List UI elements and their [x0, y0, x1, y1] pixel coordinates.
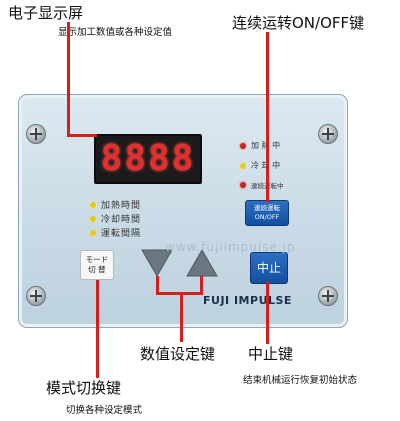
run-button-label-line1: 連続運転: [254, 204, 280, 212]
led-red-icon: [240, 142, 246, 149]
led-yellow-icon: [90, 201, 96, 208]
mode-light-cool-time: 冷却時間: [90, 212, 141, 225]
run-button-label-line2: ON/OFF: [254, 213, 280, 221]
watermark: www.fujiimpulse.jp: [165, 240, 296, 254]
brand-logo: FUJI IMPULSE: [203, 294, 292, 307]
display-leader-line: [67, 22, 70, 136]
value-leader-line: [200, 276, 203, 294]
led-yellow-icon: [90, 229, 96, 236]
heating-label: 加 熱 中: [251, 141, 281, 150]
stop-callout-desc: 结束机械运行恢复初始状态: [243, 375, 358, 386]
display-leader-line: [67, 134, 97, 137]
value-leader-line: [156, 276, 159, 294]
stop-leader-line: [266, 282, 269, 344]
mode-light-label: 冷却時間: [101, 215, 142, 225]
run-onoff-button[interactable]: 連続運転 ON/OFF: [245, 200, 289, 226]
value-leader-line: [156, 292, 203, 295]
stop-callout-title: 中止键: [248, 345, 294, 363]
cooling-indicator: 冷 却 中: [240, 160, 280, 171]
value-leader-line: [180, 292, 183, 342]
mode-light-heat-time: 加熱時間: [90, 198, 141, 211]
control-panel: [18, 94, 348, 328]
continuous-indicator: 連続運転中: [240, 180, 284, 190]
run-leader-line: [266, 32, 269, 202]
mode-light-label: 運転間隔: [101, 229, 142, 239]
mode-callout-desc: 切换各种设定模式: [66, 405, 143, 416]
run-callout-title: 连续运转ON/OFF键: [232, 14, 365, 32]
screw-icon: [318, 124, 338, 144]
display-callout-title: 电子显示屏: [8, 4, 84, 22]
cooling-label: 冷 却 中: [251, 161, 281, 170]
display-callout-desc: 显示加工数值或各种设定值: [58, 27, 173, 38]
mode-callout-title: 模式切换键: [46, 379, 122, 397]
led-display: 8888: [94, 134, 202, 184]
stop-button[interactable]: 中止: [250, 252, 288, 284]
mode-button-label-line1: モード: [85, 255, 109, 264]
value-callout-title: 数值设定键: [140, 345, 216, 363]
mode-light-interval: 運転間隔: [90, 226, 141, 239]
screw-icon: [26, 286, 46, 306]
led-red-icon: [240, 182, 246, 188]
screw-icon: [318, 286, 338, 306]
led-yellow-icon: [240, 162, 246, 169]
mode-leader-line: [96, 280, 99, 378]
mode-light-label: 加熱時間: [101, 201, 142, 211]
mode-switch-button[interactable]: モード 切 替: [80, 250, 114, 280]
screw-icon: [26, 124, 46, 144]
led-yellow-icon: [90, 215, 96, 222]
mode-button-label-line2: 切 替: [88, 265, 106, 274]
triangle-down-icon[interactable]: [141, 249, 173, 278]
heating-indicator: 加 熱 中: [240, 140, 280, 151]
